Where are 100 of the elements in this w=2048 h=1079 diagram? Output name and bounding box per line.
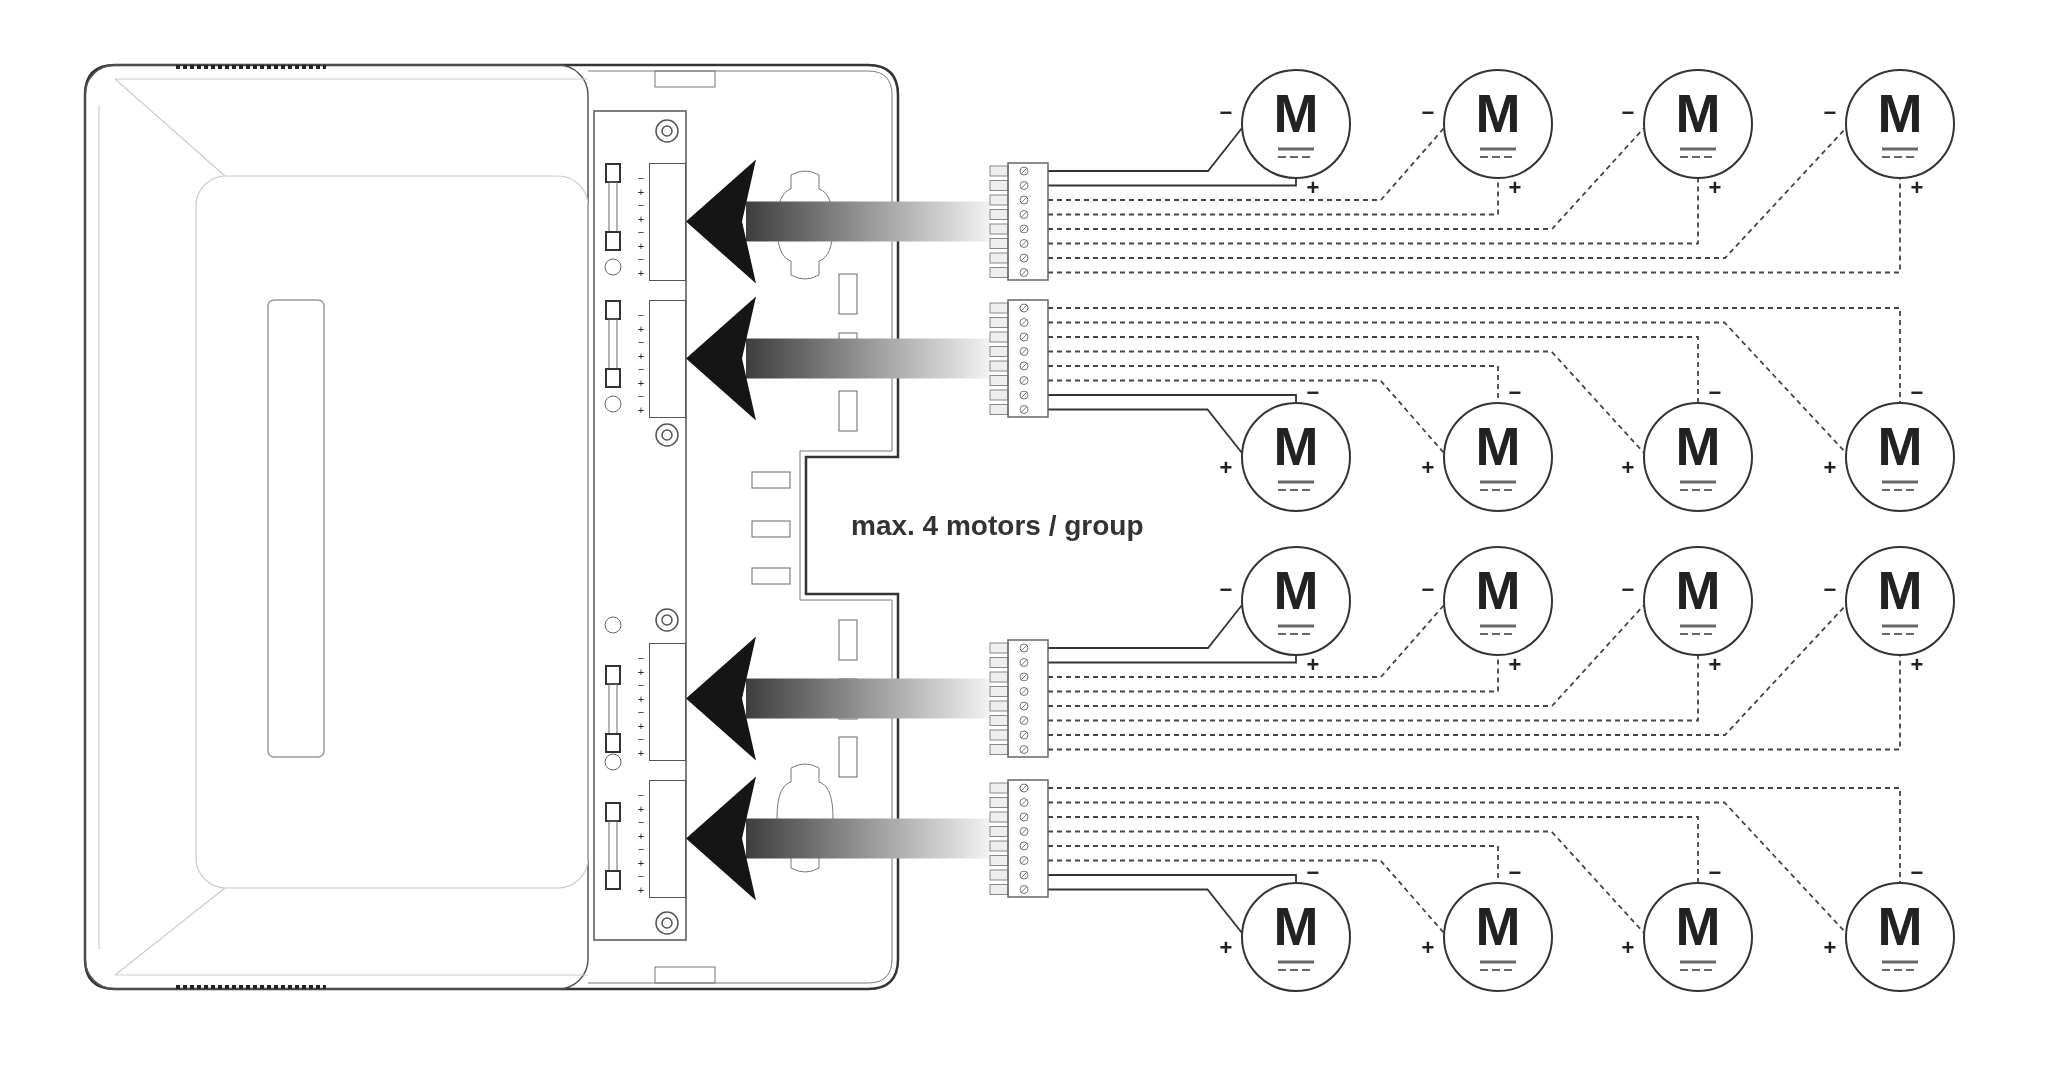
polarity-sign: +	[1823, 457, 1837, 479]
polarity-sign: +	[1421, 937, 1435, 959]
wire	[1047, 888, 1243, 934]
group-note: max. 4 motors / group	[851, 510, 1144, 542]
polarity-sign: −	[637, 309, 645, 321]
motor-label: M	[1674, 83, 1722, 143]
polarity-sign: −	[1621, 102, 1635, 124]
polarity-sign: −	[637, 199, 645, 211]
wire	[1047, 394, 1297, 403]
polarity-sign: −	[637, 253, 645, 265]
wire	[1047, 178, 1699, 245]
wire	[1047, 178, 1901, 274]
terminal-connector	[990, 300, 1048, 417]
polarity-sign: +	[637, 857, 645, 868]
wire	[1047, 859, 1445, 934]
motor-label: M	[1674, 560, 1722, 620]
polarity-sign: +	[637, 323, 645, 334]
insertion-arrow	[686, 296, 990, 421]
wire	[1047, 408, 1243, 454]
polarity-sign: +	[1910, 654, 1924, 676]
polarity-sign: +	[637, 830, 645, 841]
insertion-arrow	[686, 636, 990, 761]
motor-label: M	[1876, 83, 1924, 143]
polarity-sign: −	[1508, 862, 1522, 884]
motor-label: M	[1876, 896, 1924, 956]
wire	[1047, 127, 1847, 259]
polarity-sign: −	[637, 652, 645, 664]
polarity-sign: −	[1708, 382, 1722, 404]
motor-label: M	[1876, 560, 1924, 620]
polarity-sign: +	[1306, 177, 1320, 199]
polarity-sign: −	[637, 679, 645, 691]
polarity-sign: +	[637, 377, 645, 388]
wire	[1047, 178, 1297, 187]
polarity-sign: −	[637, 843, 645, 855]
polarity-sign: +	[637, 803, 645, 814]
polarity-sign: +	[1508, 177, 1522, 199]
polarity-sign: +	[637, 693, 645, 704]
wire	[1047, 604, 1847, 736]
wire	[1047, 127, 1645, 230]
polarity-sign: +	[637, 267, 645, 278]
polarity-sign: +	[637, 404, 645, 415]
polarity-sign: −	[1421, 579, 1435, 601]
motor-label: M	[1674, 416, 1722, 476]
wire	[1047, 604, 1445, 678]
motor-label: M	[1474, 83, 1522, 143]
terminal-connector	[990, 780, 1048, 897]
polarity-sign: +	[637, 240, 645, 251]
insertion-arrow	[686, 776, 990, 901]
polarity-sign: +	[637, 350, 645, 361]
polarity-sign: −	[1621, 579, 1635, 601]
motor-label: M	[1272, 83, 1320, 143]
wire	[1047, 127, 1445, 201]
motor-label: M	[1272, 416, 1320, 476]
wire	[1047, 787, 1901, 883]
polarity-sign: −	[1219, 579, 1233, 601]
polarity-sign: +	[1219, 937, 1233, 959]
wire	[1047, 655, 1699, 722]
polarity-sign: +	[1823, 937, 1837, 959]
polarity-sign: +	[637, 884, 645, 895]
polarity-sign: +	[1708, 177, 1722, 199]
motor-label: M	[1474, 416, 1522, 476]
polarity-sign: +	[1910, 177, 1924, 199]
polarity-sign: +	[637, 666, 645, 677]
motor-label: M	[1474, 560, 1522, 620]
wire	[1047, 307, 1901, 403]
polarity-sign: −	[637, 226, 645, 238]
wire	[1047, 336, 1699, 403]
polarity-sign: −	[1910, 862, 1924, 884]
polarity-sign: −	[637, 870, 645, 882]
polarity-sign: +	[637, 747, 645, 758]
wire	[1047, 655, 1901, 751]
wire	[1047, 321, 1847, 454]
polarity-sign: −	[1708, 862, 1722, 884]
polarity-sign: +	[1306, 654, 1320, 676]
polarity-sign: −	[1421, 102, 1435, 124]
polarity-sign: −	[1823, 102, 1837, 124]
polarity-sign: −	[637, 706, 645, 718]
insertion-arrow	[686, 159, 990, 284]
motor-label: M	[1272, 560, 1320, 620]
polarity-sign: +	[1621, 457, 1635, 479]
polarity-sign: −	[637, 172, 645, 184]
polarity-sign: +	[1621, 937, 1635, 959]
wire	[1047, 127, 1243, 172]
motor-label: M	[1474, 896, 1522, 956]
polarity-sign: +	[637, 186, 645, 197]
polarity-sign: −	[1508, 382, 1522, 404]
polarity-sign: +	[1219, 457, 1233, 479]
wire	[1047, 816, 1699, 883]
polarity-sign: −	[1306, 382, 1320, 404]
polarity-sign: −	[637, 789, 645, 801]
motor-label: M	[1876, 416, 1924, 476]
polarity-sign: −	[1910, 382, 1924, 404]
motor-label: M	[1674, 896, 1722, 956]
wire	[1047, 604, 1243, 649]
polarity-sign: −	[1219, 102, 1233, 124]
terminal-connector	[990, 640, 1048, 757]
wire	[1047, 350, 1645, 454]
wire	[1047, 379, 1445, 454]
wire	[1047, 801, 1847, 934]
wire	[1047, 604, 1645, 707]
